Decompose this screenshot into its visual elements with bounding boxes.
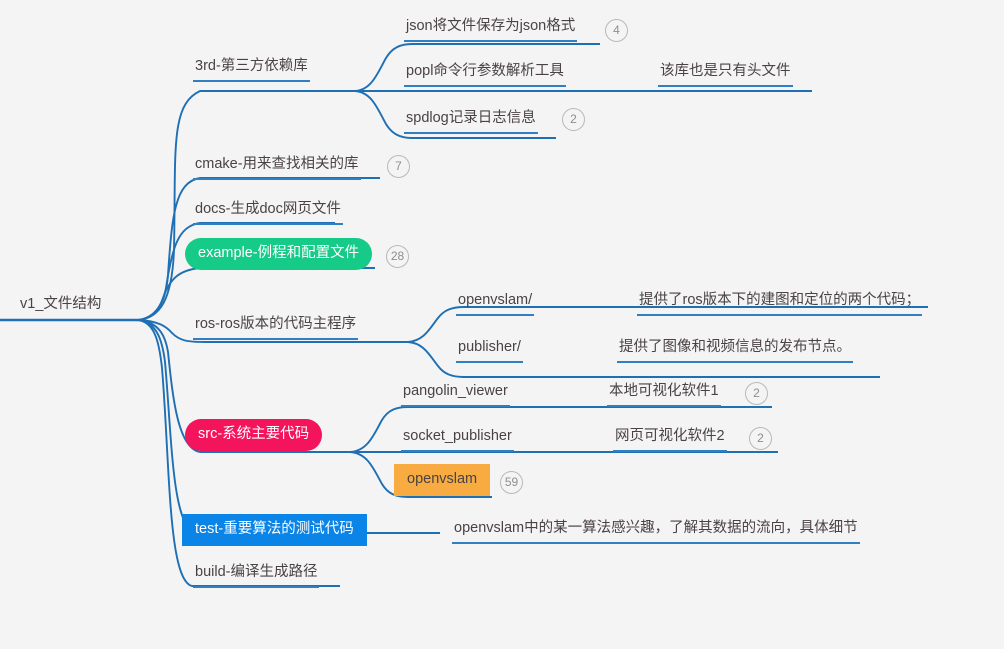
- node-json-label: json将文件保存为json格式: [406, 18, 576, 34]
- node-pangolin-note-label: 本地可视化软件1: [609, 383, 719, 399]
- node-socket-note[interactable]: 网页可视化软件2: [613, 429, 727, 452]
- node-popl-note-label: 该库也是只有头文件: [660, 63, 791, 79]
- node-publisher-note[interactable]: 提供了图像和视频信息的发布节点。: [617, 340, 853, 363]
- badge-pangolin[interactable]: 2: [745, 382, 768, 405]
- node-test[interactable]: test-重要算法的测试代码: [182, 514, 367, 546]
- node-spdlog-label: spdlog记录日志信息: [406, 110, 536, 126]
- node-openvslam-label: openvslam: [407, 471, 478, 487]
- node-src-label: src-系统主要代码: [198, 426, 310, 442]
- node-publisher-dir[interactable]: publisher/: [456, 340, 523, 363]
- node-ros-label: ros-ros版本的代码主程序: [195, 316, 357, 332]
- node-cmake-label: cmake-用来查找相关的库: [195, 156, 359, 172]
- node-openvslam-note[interactable]: 提供了ros版本下的建图和定位的两个代码；: [637, 292, 923, 316]
- node-example-label: example-例程和配置文件: [198, 245, 360, 261]
- node-pangolin-note[interactable]: 本地可视化软件1: [607, 384, 721, 407]
- node-publisher-dir-label: publisher/: [458, 339, 521, 355]
- node-popl-label: popl命令行参数解析工具: [406, 63, 564, 79]
- node-socket-publisher-label: socket_publisher: [403, 428, 512, 444]
- node-socket-note-label: 网页可视化软件2: [615, 428, 725, 444]
- node-test-note[interactable]: openvslam中的某一算法感兴趣，了解其数据的流向，具体细节: [452, 521, 860, 544]
- badge-json[interactable]: 4: [605, 19, 628, 42]
- root-label: v1_文件结构: [20, 296, 102, 312]
- node-build[interactable]: build-编译生成路径: [193, 564, 320, 588]
- node-spdlog[interactable]: spdlog记录日志信息: [404, 111, 538, 134]
- node-third-party-label: 3rd-第三方依赖库: [195, 58, 308, 74]
- badge-socket[interactable]: 2: [749, 427, 772, 450]
- node-pangolin-viewer[interactable]: pangolin_viewer: [401, 384, 510, 407]
- node-docs[interactable]: docs-生成doc网页文件: [193, 202, 343, 225]
- node-build-label: build-编译生成路径: [195, 564, 318, 580]
- badge-cmake[interactable]: 7: [387, 155, 410, 178]
- node-cmake[interactable]: cmake-用来查找相关的库: [193, 157, 361, 180]
- node-publisher-note-label: 提供了图像和视频信息的发布节点。: [619, 339, 851, 355]
- node-src[interactable]: src-系统主要代码: [185, 419, 323, 451]
- node-openvslam-dir-label: openvslam/: [458, 292, 533, 308]
- node-json[interactable]: json将文件保存为json格式: [404, 18, 578, 42]
- root-node: v1_文件结构: [20, 292, 101, 319]
- node-openvslam[interactable]: openvslam: [394, 464, 491, 496]
- badge-example[interactable]: 28: [386, 245, 409, 268]
- node-popl[interactable]: popl命令行参数解析工具: [404, 64, 566, 87]
- node-pangolin-viewer-label: pangolin_viewer: [403, 383, 508, 399]
- node-openvslam-note-label: 提供了ros版本下的建图和定位的两个代码；: [639, 292, 921, 308]
- node-test-note-label: openvslam中的某一算法感兴趣，了解其数据的流向，具体细节: [454, 520, 858, 536]
- node-socket-publisher[interactable]: socket_publisher: [401, 429, 514, 452]
- node-third-party[interactable]: 3rd-第三方依赖库: [193, 59, 310, 82]
- badge-openvslam[interactable]: 59: [500, 471, 523, 494]
- node-example[interactable]: example-例程和配置文件: [185, 238, 373, 270]
- badge-spdlog[interactable]: 2: [562, 108, 585, 131]
- node-popl-note[interactable]: 该库也是只有头文件: [658, 64, 793, 87]
- node-test-label: test-重要算法的测试代码: [195, 521, 354, 537]
- node-openvslam-dir[interactable]: openvslam/: [456, 292, 535, 316]
- node-docs-label: docs-生成doc网页文件: [195, 201, 341, 217]
- node-ros[interactable]: ros-ros版本的代码主程序: [193, 316, 359, 340]
